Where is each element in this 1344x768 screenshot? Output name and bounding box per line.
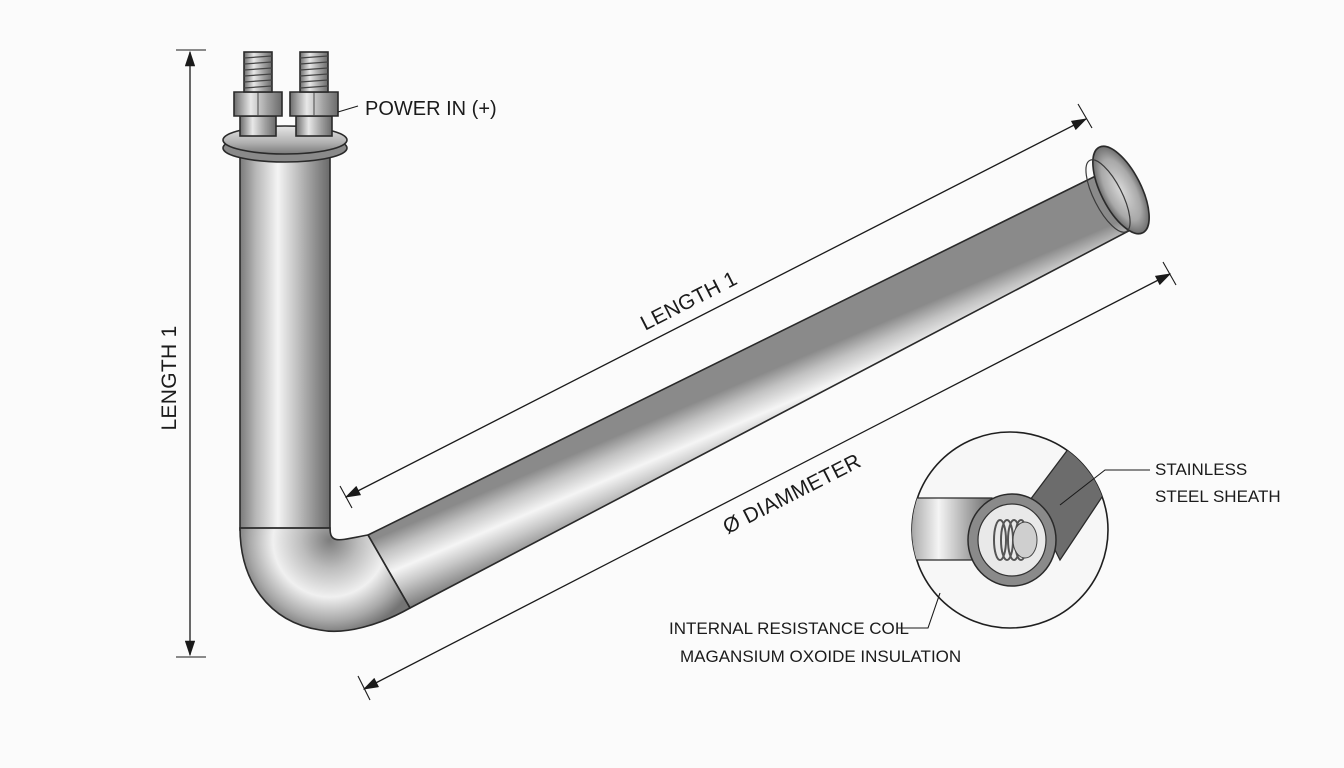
diameter-dimension-line	[362, 273, 1172, 690]
coil-core	[1012, 521, 1038, 559]
diagonal-length-label: LENGTH 1	[637, 267, 741, 335]
washer-left	[239, 115, 277, 137]
insulation-label: MAGANSIUM OXOIDE INSULATION	[680, 647, 961, 666]
cross-section-detail	[898, 431, 1150, 629]
vertical-tube-section	[239, 149, 331, 531]
power-in-label: POWER IN (+)	[365, 98, 497, 120]
diameter-dimension	[357, 261, 1177, 701]
extension-tick-end	[1077, 103, 1093, 129]
vertical-length-label: LENGTH 1	[158, 325, 181, 430]
end-cap-rim	[1085, 159, 1131, 233]
heater-tube	[239, 145, 1150, 633]
washer-right	[295, 115, 333, 137]
stud-threads-right	[299, 55, 329, 89]
elbow-seam-diagonal	[367, 534, 411, 609]
terminal-left	[233, 51, 283, 137]
sheath-leader	[1059, 469, 1150, 506]
threaded-stud-right	[299, 51, 329, 93]
diameter-tick-start	[357, 675, 371, 701]
coil-leader	[898, 592, 941, 629]
threaded-stud-left	[243, 51, 273, 93]
terminal-head	[222, 51, 359, 163]
coil-label: INTERNAL RESISTANCE COIL	[669, 619, 909, 638]
vertical-length-dimension	[176, 49, 206, 658]
power-in-leader	[337, 105, 359, 113]
extension-tick-start	[339, 485, 353, 509]
diameter-tick-end	[1162, 261, 1177, 286]
sheath-label-line2: STEEL SHEATH	[1155, 487, 1281, 506]
stud-threads-left	[243, 55, 273, 89]
tube-elbow	[239, 527, 412, 633]
terminal-right	[289, 51, 339, 137]
sheath-label-line1: STAINLESS	[1155, 460, 1247, 479]
